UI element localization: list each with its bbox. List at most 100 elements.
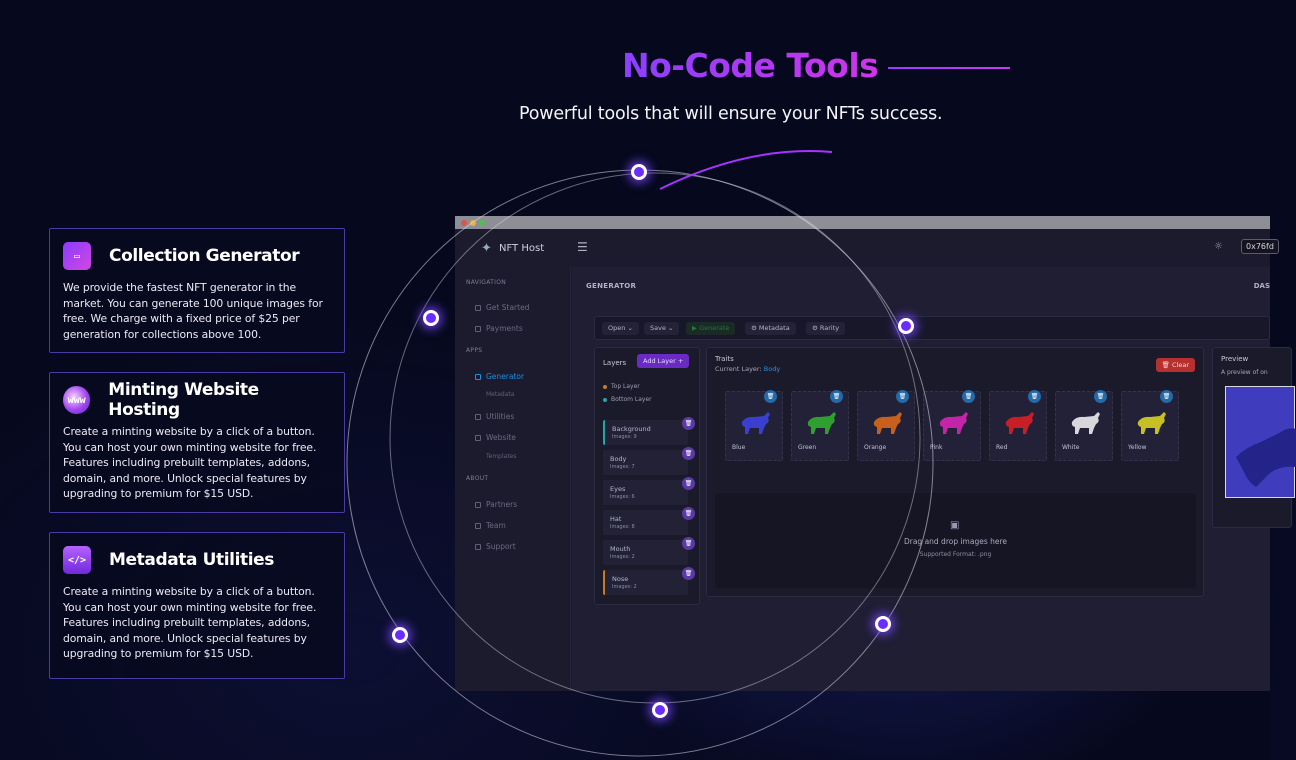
preview-title: Preview: [1221, 355, 1249, 363]
feature-title: Minting Website Hosting: [108, 380, 259, 420]
menu-icon[interactable]: ☰: [577, 240, 588, 254]
collection-card-icon: ▭: [63, 242, 91, 270]
clear-button[interactable]: 🗑 Clear: [1155, 358, 1195, 372]
add-layer-button[interactable]: Add Layer +: [637, 354, 690, 368]
nft-host-logo-icon: ✦: [481, 241, 492, 256]
delete-icon[interactable]: 🗑: [682, 477, 695, 490]
feature-description: Create a minting website by a click of a…: [63, 425, 317, 501]
legend-top-layer: Top Layer: [603, 383, 640, 390]
trait-name: Pink: [930, 444, 943, 451]
delete-icon[interactable]: 🗑: [682, 417, 695, 430]
generator-toolbar: Open ⌄ Save ⌄ ▶ Generate ⚙ Metadata ⚙ Ra…: [594, 316, 1270, 340]
delete-icon[interactable]: 🗑: [962, 390, 975, 403]
sidebar-subitem-templates[interactable]: Templates: [486, 453, 517, 460]
metadata-button[interactable]: ⚙ Metadata: [745, 322, 796, 335]
orbit-node: [875, 616, 891, 632]
minimize-window-icon[interactable]: [470, 219, 476, 226]
delete-icon[interactable]: 🗑: [682, 537, 695, 550]
trait-card[interactable]: 🗑Green: [791, 390, 849, 461]
trait-name: Orange: [864, 444, 887, 451]
trait-card[interactable]: 🗑 White: [1055, 390, 1113, 461]
sidebar-subitem-metadata[interactable]: Metadata: [486, 391, 515, 398]
bull-image: [1071, 412, 1100, 434]
team-icon: [475, 522, 481, 529]
legend-bottom-layer: Bottom Layer: [603, 396, 652, 403]
sidebar-item-utilities[interactable]: Utilities: [475, 412, 514, 421]
delete-icon[interactable]: 🗑: [830, 390, 843, 403]
traits-title: Traits: [715, 355, 734, 363]
main-content: GENERATOR DAS Open ⌄ Save ⌄ ▶ Generate ⚙…: [572, 267, 1296, 691]
bull-image: [1137, 412, 1166, 434]
sidebar-item-payments[interactable]: Payments: [475, 324, 523, 333]
page-title: GENERATOR: [586, 282, 637, 290]
trait-name: Blue: [732, 444, 746, 451]
legend-dot: [603, 397, 607, 402]
feature-card-minting-website: www Minting Website Hosting Create a min…: [49, 372, 345, 513]
preview-bull-image: [1236, 428, 1296, 487]
sidebar-item-website[interactable]: Website: [475, 433, 516, 442]
close-window-icon[interactable]: [461, 219, 467, 226]
legend-dot: [603, 384, 607, 389]
www-globe-icon: www: [63, 386, 91, 414]
app-sidebar: NAVIGATION Get Started Payments APPS Gen…: [455, 267, 571, 691]
image-dropzone[interactable]: ▣ Drag and drop images here Supported Fo…: [715, 493, 1196, 588]
trait-card[interactable]: 🗑 Yellow: [1121, 390, 1179, 461]
delete-icon[interactable]: 🗑: [1094, 390, 1107, 403]
traits-panel: Traits Current Layer: Body 🗑 Clear 🗑Blue…: [706, 347, 1204, 597]
sidebar-item-partners[interactable]: Partners: [475, 500, 517, 509]
save-dropdown[interactable]: Save ⌄: [644, 322, 680, 335]
app-logo-text[interactable]: NFT Host: [499, 242, 545, 254]
handshake-icon: [475, 501, 481, 508]
delete-icon[interactable]: 🗑: [1028, 390, 1041, 403]
trait-card[interactable]: 🗑 Blue: [725, 390, 783, 461]
sidebar-item-team[interactable]: Team: [475, 521, 506, 530]
code-file-icon: </>: [63, 546, 91, 574]
sidebar-item-support[interactable]: Support: [475, 542, 516, 551]
delete-icon[interactable]: 🗑: [1160, 390, 1173, 403]
feature-title: Metadata Utilities: [109, 550, 275, 570]
feature-title: Collection Generator: [109, 246, 300, 266]
support-icon: [475, 543, 481, 550]
dropzone-title: Drag and drop images here: [903, 537, 1008, 546]
sidebar-item-generator[interactable]: Generator: [475, 372, 524, 381]
trait-card[interactable]: 🗑 Pink: [923, 390, 981, 461]
trait-card[interactable]: 🗑Red: [989, 390, 1047, 461]
orbit-node: [898, 318, 914, 334]
sidebar-section-about: ABOUT: [466, 475, 489, 482]
orbit-node: [423, 310, 439, 326]
bull-image: [1005, 412, 1034, 434]
bull-image: [807, 412, 836, 434]
feature-card-collection-generator: ▭ Collection Generator We provide the fa…: [49, 228, 345, 353]
delete-icon[interactable]: 🗑: [682, 567, 695, 580]
layers-panel: Layers Add Layer + Top Layer Bottom Laye…: [594, 347, 700, 605]
orbit-arc-accent: [659, 150, 833, 190]
delete-icon[interactable]: 🗑: [682, 507, 695, 520]
delete-icon[interactable]: 🗑: [764, 390, 777, 403]
trait-card[interactable]: 🗑 Orange: [857, 390, 915, 461]
maximize-window-icon[interactable]: [479, 219, 485, 226]
theme-toggle-icon[interactable]: ☼: [1214, 241, 1223, 252]
generate-button[interactable]: ▶ Generate: [686, 322, 736, 335]
app-header: ✦ NFT Host ☰ ☼ 0x76fd: [455, 229, 1279, 267]
feature-card-metadata-utilities: </> Metadata Utilities Create a minting …: [49, 532, 345, 679]
rocket-icon: [475, 304, 481, 311]
bull-image: [873, 412, 902, 434]
page-title-right: DAS: [1253, 282, 1270, 290]
dropzone-format: Supported Format: .png: [919, 551, 992, 558]
trait-name: White: [1062, 444, 1080, 451]
open-dropdown[interactable]: Open ⌄: [602, 322, 639, 335]
preview-text: A preview of on: [1221, 369, 1268, 376]
orbit-node: [631, 164, 647, 180]
rarity-button[interactable]: ⚙ Rarity: [806, 322, 846, 335]
wallet-address[interactable]: 0x76fd: [1241, 239, 1279, 254]
trait-name: Yellow: [1128, 444, 1147, 451]
delete-icon[interactable]: 🗑: [896, 390, 909, 403]
delete-icon[interactable]: 🗑: [682, 447, 695, 460]
sidebar-item-get-started[interactable]: Get Started: [475, 303, 529, 312]
